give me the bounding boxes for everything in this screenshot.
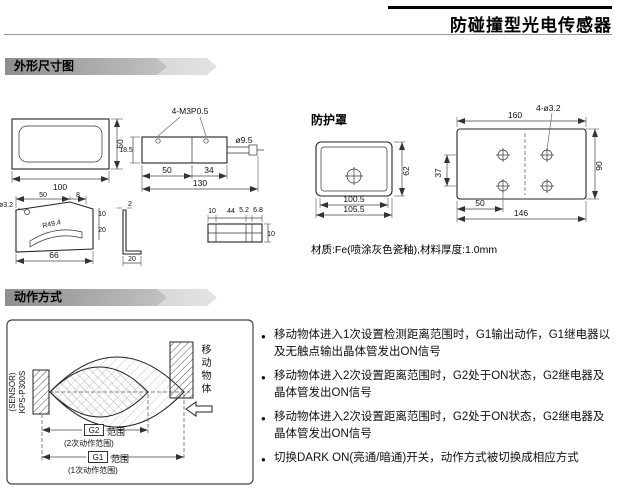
dim-side-height: 18.5	[119, 147, 133, 154]
material-note: 材质:Fe(喷涂灰色瓷釉),材料厚度:1.0mm	[311, 243, 497, 256]
dim-bracket-side2: 20	[98, 227, 106, 234]
page-title: 防碰撞型光电传感器	[450, 16, 612, 35]
dim-clip-d1: 10	[208, 208, 216, 215]
dim-plate-hole-offset: 50	[475, 198, 485, 208]
dim-side-front-len: 50	[162, 165, 172, 175]
operation-note: 切换DARK ON(亮通/暗通)开关，动作方式被切换成相应方式	[261, 450, 613, 468]
dim-bracket-top1: 50	[39, 192, 47, 199]
dim-side-cable: ø9.5	[235, 135, 252, 145]
dim-clip-d2: 44	[227, 208, 235, 215]
dim-clip-d3: 5.2	[239, 207, 249, 214]
drawing-mount-plate: 160 4-ø3.2 37 90 50 146	[433, 103, 604, 222]
dim-side-screws: 4-M3P0.5	[172, 106, 209, 116]
dim-side-total-len: 130	[193, 178, 207, 188]
g1-range-note: (1次动作范围)	[68, 466, 118, 475]
section-banner-dimensions: 外形尺寸图	[5, 58, 217, 75]
g1-range-label: 范围	[111, 454, 130, 464]
dim-clip-d4: 6.8	[253, 207, 263, 214]
g2-range-label: 范围	[107, 427, 126, 437]
g2-tag: G2	[84, 424, 104, 436]
dim-bracket-side1: 10	[98, 211, 106, 218]
motion-arrow-icon	[185, 401, 213, 417]
operation-note: 移动物体进入1次设置检测距离范围时，G1输出动作，G1继电器以及无触点输出晶体管…	[261, 327, 613, 360]
sensor-label-line2: KPS-P300S	[18, 370, 27, 414]
drawing-front-view: 100 50	[11, 118, 125, 192]
dim-plate-bottom-width: 146	[514, 208, 528, 218]
dim-plate-holes: 4-ø3.2	[536, 103, 561, 113]
dim-lbracket-width: 20	[128, 256, 136, 263]
dim-bracket-bottom: 66	[49, 250, 59, 260]
dimension-drawings: 100 50 4-M3P0.5 18.5	[0, 103, 604, 266]
operation-note: 移动物体进入2次设置距离范围时，G2处于ON状态，G2继电器及晶体管发出ON信号	[261, 409, 613, 442]
drawing-bracket: R49.4 ø3.2 50 8 10 20 66	[0, 192, 106, 264]
operation-notes: 移动物体进入1次设置检测距离范围时，G1输出动作，G1继电器以及无触点输出晶体管…	[261, 327, 613, 475]
drawing-l-bracket: 2 20	[117, 201, 142, 266]
banner-label: 外形尺寸图	[5, 58, 167, 75]
sensor-body	[32, 369, 50, 415]
drawing-clip: 10 44 5.2 6.8 10	[207, 207, 275, 243]
sensor-label-line1: (SENSOR)	[8, 372, 17, 412]
dim-clip-height: 10	[267, 231, 275, 238]
g2-range-note: (2次动作范围)	[64, 439, 114, 448]
dim-cover-inner-width: 100.5	[343, 194, 365, 204]
dim-cover-outer-width: 105.5	[343, 204, 365, 214]
dim-bracket-radius: R49.4	[42, 219, 62, 230]
banner-label: 动作方式	[5, 289, 167, 306]
dim-bracket-top2: 8	[76, 192, 80, 199]
beam-inner-g2	[49, 366, 149, 418]
g1-tag: G1	[88, 451, 108, 463]
sensor-model-label: (SENSOR) KPS-P300S	[8, 347, 30, 437]
dim-cover-height: 62	[401, 166, 411, 176]
drawing-side-view: 4-M3P0.5 18.5 50 34 130 ø9.5	[119, 106, 264, 192]
title-rule	[388, 6, 612, 9]
dim-lbracket-thickness: 2	[128, 201, 132, 208]
moving-object-wall	[169, 341, 194, 399]
dim-plate-hole-pitch: 37	[433, 168, 443, 178]
cover-label: 防护罩	[311, 112, 347, 127]
dim-plate-height: 90	[594, 161, 604, 171]
dim-side-rear-len: 34	[204, 165, 214, 175]
dim-bracket-hole: ø3.2	[0, 202, 13, 209]
moving-object-label: 移动物体	[199, 344, 210, 396]
dim-front-height: 50	[115, 139, 125, 149]
dim-plate-top-width: 160	[508, 110, 522, 120]
section-banner-operation: 动作方式	[5, 289, 217, 306]
drawing-cover-front: 62 100.5 105.5	[315, 141, 411, 218]
dim-front-width: 100	[53, 182, 67, 192]
operation-note: 移动物体进入2次设置距离范围时，G2处于ON状态，G2继电器及晶体管发出ON信号	[261, 368, 613, 401]
header-divider	[4, 34, 612, 35]
operation-diagram	[6, 319, 254, 485]
